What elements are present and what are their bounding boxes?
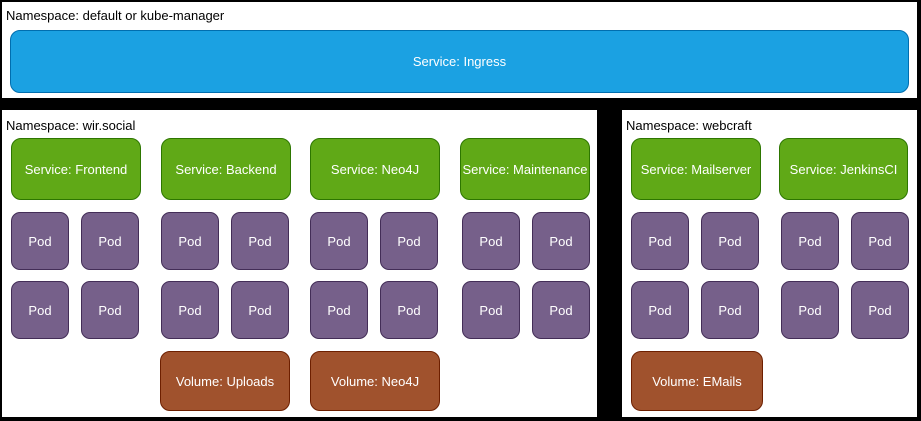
pod-box-backend-3: Pod (161, 281, 219, 339)
namespace-label-webcraft: Namespace: webcraft (626, 118, 752, 133)
pod-box-frontend-1: Pod (11, 212, 69, 270)
namespace-panel-default: Namespace: default or kube-manager Servi… (0, 0, 919, 100)
service-neo4j-box: Service: Neo4J (310, 138, 440, 200)
namespace-label-default: Namespace: default or kube-manager (6, 8, 225, 23)
pod-box-backend-4: Pod (231, 281, 289, 339)
volume-neo4j-box: Volume: Neo4J (310, 351, 440, 411)
pod-box-maintenance-2: Pod (532, 212, 590, 270)
pod-box-mailserver-3: Pod (631, 281, 689, 339)
pod-box-mailserver-4: Pod (701, 281, 759, 339)
service-ingress-box: Service: Ingress (10, 30, 909, 93)
service-maintenance-box: Service: Maintenance (460, 138, 590, 200)
pod-box-frontend-2: Pod (81, 212, 139, 270)
service-jenkinsci-box: Service: JenkinsCI (779, 138, 908, 200)
pod-box-jenkinsci-2: Pod (851, 212, 909, 270)
pod-box-jenkinsci-3: Pod (781, 281, 839, 339)
pod-box-mailserver-1: Pod (631, 212, 689, 270)
pod-box-neo4j-2: Pod (380, 212, 438, 270)
pod-box-frontend-3: Pod (11, 281, 69, 339)
pod-box-maintenance-3: Pod (462, 281, 520, 339)
pod-box-maintenance-1: Pod (462, 212, 520, 270)
volume-emails-box: Volume: EMails (631, 351, 763, 411)
namespace-label-wir-social: Namespace: wir.social (6, 118, 136, 133)
volume-uploads-box: Volume: Uploads (160, 351, 290, 411)
namespace-panel-wir-social: Namespace: wir.social Service: Frontend … (0, 108, 599, 419)
namespace-panel-webcraft: Namespace: webcraft Service: Mailserver … (620, 108, 919, 419)
pod-box-backend-2: Pod (231, 212, 289, 270)
pod-box-frontend-4: Pod (81, 281, 139, 339)
pod-box-backend-1: Pod (161, 212, 219, 270)
service-frontend-box: Service: Frontend (11, 138, 141, 200)
service-backend-box: Service: Backend (161, 138, 291, 200)
pod-box-maintenance-4: Pod (532, 281, 590, 339)
pod-box-neo4j-4: Pod (380, 281, 438, 339)
pod-box-mailserver-2: Pod (701, 212, 759, 270)
pod-box-jenkinsci-1: Pod (781, 212, 839, 270)
pod-box-jenkinsci-4: Pod (851, 281, 909, 339)
service-mailserver-box: Service: Mailserver (631, 138, 761, 200)
pod-box-neo4j-3: Pod (310, 281, 368, 339)
pod-box-neo4j-1: Pod (310, 212, 368, 270)
